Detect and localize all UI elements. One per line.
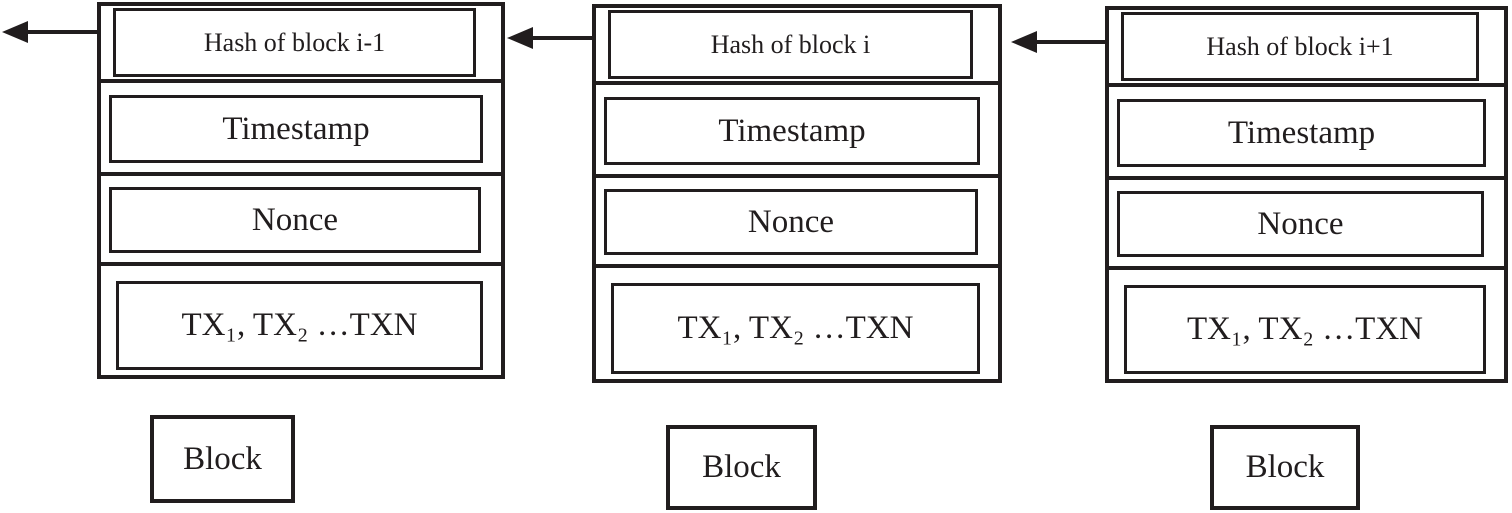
prev-hash-arrow-left-offscreen <box>2 21 97 43</box>
nonce-label: Nonce <box>747 203 835 240</box>
hash-row: Hash of block i-1 <box>101 6 501 79</box>
transactions-field: TX₁, TX₂ …TXN <box>611 283 980 374</box>
nonce-row: Nonce <box>101 172 501 262</box>
timestamp-row: Timestamp <box>596 81 998 174</box>
transactions-row: TX₁, TX₂ …TXN <box>101 262 501 375</box>
hash-label: Hash of block i <box>710 29 871 59</box>
timestamp-field: Timestamp <box>1117 99 1486 167</box>
hash-field: Hash of block i+1 <box>1121 12 1479 81</box>
hash-row: Hash of block i+1 <box>1109 10 1504 83</box>
block-i+1: Hash of block i+1 Timestamp Nonce TX₁, T… <box>1105 6 1508 383</box>
timestamp-label: Timestamp <box>718 112 866 149</box>
nonce-label: Nonce <box>251 201 339 238</box>
block-caption-label: Block <box>702 449 781 485</box>
timestamp-label: Timestamp <box>222 110 370 147</box>
nonce-field: Nonce <box>604 189 978 255</box>
hash-field: Hash of block i <box>608 10 973 79</box>
arrow-shaft <box>1035 40 1107 44</box>
block-i: Hash of block i Timestamp Nonce TX₁, TX₂… <box>592 4 1002 383</box>
block-caption-i+1: Block <box>1210 425 1360 510</box>
block-caption-label: Block <box>1245 449 1325 485</box>
timestamp-row: Timestamp <box>1109 83 1504 176</box>
timestamp-field: Timestamp <box>109 95 483 163</box>
transactions-field: TX₁, TX₂ …TXN <box>1124 285 1486 374</box>
block-caption-i: Block <box>666 425 817 510</box>
arrowhead-left-icon <box>2 21 28 43</box>
timestamp-field: Timestamp <box>604 97 980 165</box>
prev-hash-arrow-block-i+1-to-i <box>1011 31 1107 53</box>
nonce-label: Nonce <box>1257 205 1344 242</box>
block-i-1: Hash of block i-1 Timestamp Nonce TX₁, T… <box>97 2 505 379</box>
block-caption-label: Block <box>183 440 262 477</box>
timestamp-label: Timestamp <box>1227 114 1376 151</box>
hash-field: Hash of block i-1 <box>113 8 476 77</box>
arrow-shaft <box>531 36 594 40</box>
transactions-field: TX₁, TX₂ …TXN <box>116 281 483 370</box>
transactions-label: TX₁, TX₂ …TXN <box>1187 311 1423 347</box>
arrow-shaft <box>26 30 97 34</box>
hash-label: Hash of block i-1 <box>203 27 386 57</box>
transactions-label: TX₁, TX₂ …TXN <box>181 307 418 343</box>
transactions-label: TX₁, TX₂ …TXN <box>677 310 914 346</box>
hash-row: Hash of block i <box>596 8 998 81</box>
nonce-row: Nonce <box>1109 176 1504 266</box>
hash-label: Hash of block i+1 <box>1206 31 1394 61</box>
nonce-field: Nonce <box>109 187 481 253</box>
arrowhead-left-icon <box>507 27 533 49</box>
prev-hash-arrow-block-i-to-i-1 <box>507 27 594 49</box>
arrowhead-left-icon <box>1011 31 1037 53</box>
timestamp-row: Timestamp <box>101 79 501 172</box>
transactions-row: TX₁, TX₂ …TXN <box>596 264 998 379</box>
block-caption-i-1: Block <box>150 415 295 503</box>
transactions-row: TX₁, TX₂ …TXN <box>1109 266 1504 379</box>
nonce-field: Nonce <box>1117 191 1484 257</box>
nonce-row: Nonce <box>596 174 998 264</box>
